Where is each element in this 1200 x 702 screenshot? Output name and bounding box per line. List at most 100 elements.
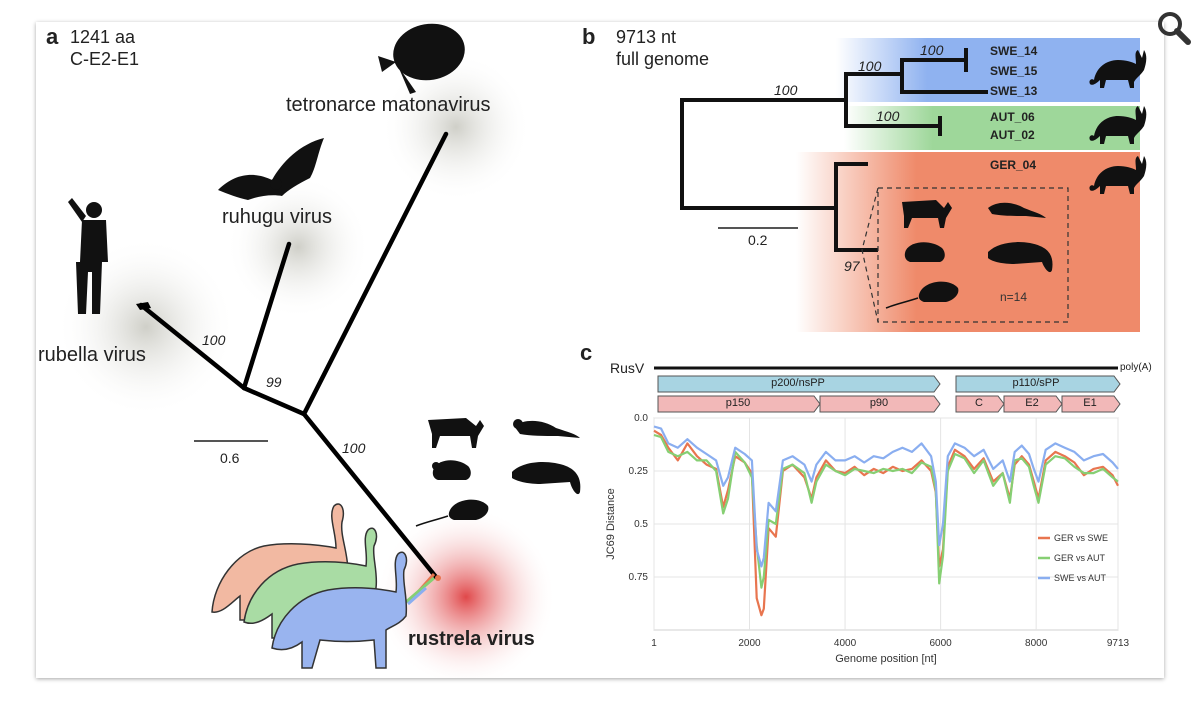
- rustrela-halo: [376, 507, 556, 678]
- marten-icon-b: [988, 242, 1053, 273]
- support-a-rustrela: 100: [342, 440, 366, 456]
- panel-b-subtitle-2: full genome: [616, 49, 710, 69]
- tip-swe-14: SWE_14: [990, 44, 1038, 58]
- panel-b-letter: b: [582, 24, 596, 49]
- tip-swe-13: SWE_13: [990, 84, 1038, 98]
- cat-icon-ger: [1089, 156, 1147, 194]
- mouse-icon-b: [918, 281, 959, 302]
- gene-e2-label: E2: [1025, 397, 1039, 409]
- genome-label: RusV: [610, 360, 645, 376]
- rustrela-label: rustrela virus: [408, 628, 535, 650]
- x-tick-label: 1: [651, 638, 657, 649]
- gene-e2-arrow: [1003, 395, 1063, 413]
- gene-p150-label: p150: [725, 397, 751, 409]
- gene-e1-arrow: [1061, 395, 1121, 413]
- rodent-icon-a: [432, 460, 471, 480]
- rubella-label: rubella virus: [38, 344, 146, 366]
- horse-icon-a: [428, 418, 484, 448]
- scale-label-a: 0.6: [220, 450, 240, 466]
- rustrela-node: [435, 575, 441, 581]
- x-tick-label: 2000: [738, 638, 761, 649]
- support-b-sweaut: 100: [858, 58, 882, 74]
- gene-p200-label: p200/nsPP: [771, 377, 825, 389]
- gene-p150-arrow: [657, 395, 821, 413]
- y-tick-label: 0.5: [634, 519, 648, 530]
- rustrela-tip-swe: [407, 586, 427, 606]
- horse-icon-b: [902, 200, 952, 228]
- panel-a-tree: [56, 23, 581, 678]
- legend-label-0: GER vs SWE: [1054, 533, 1108, 543]
- support-a-ruhugu: 99: [266, 374, 282, 390]
- tip-aut-06: AUT_06: [990, 110, 1035, 124]
- gene-c-arrow: [955, 395, 1005, 413]
- tree-branches-a: [138, 131, 449, 580]
- x-tick-label: 4000: [834, 638, 857, 649]
- rustrela-tip-aut: [405, 576, 435, 604]
- polya-label: poly(A): [1120, 362, 1152, 373]
- panel-b-tree: [680, 38, 1147, 332]
- cat-icons-b: [1089, 50, 1147, 194]
- x-tick-label: 6000: [929, 638, 952, 649]
- scale-label-b: 0.2: [748, 232, 768, 248]
- panel-c-letter: c: [580, 340, 593, 365]
- panel-a-subtitle-1: 1241 aa: [70, 27, 136, 47]
- ger-clade-box: [796, 152, 1140, 332]
- tetronarce-halo: [381, 52, 531, 202]
- cat-icon-aut: [1089, 106, 1147, 144]
- y-tick-label: 0.0: [634, 413, 648, 424]
- reservoir-box: [877, 187, 1069, 323]
- host-animals-b: [885, 200, 1053, 309]
- reservoir-count: n=14: [1000, 290, 1028, 304]
- legend-label-1: GER vs AUT: [1054, 553, 1106, 563]
- support-b-aut: 100: [876, 108, 900, 124]
- x-axis-label: Genome position [nt]: [835, 653, 937, 665]
- support-a-rubella: 100: [202, 332, 226, 348]
- gene-p110-arrow: [955, 375, 1121, 393]
- y-tick-label: 0.75: [629, 572, 649, 583]
- legend-label-2: SWE vs AUT: [1054, 573, 1107, 583]
- gene-p90-label: p90: [869, 397, 889, 409]
- zoom-magnifier-icon[interactable]: [1156, 10, 1192, 46]
- cat-blue-icon: [271, 551, 408, 669]
- tip-swe-15: SWE_15: [990, 64, 1038, 78]
- panel-c-genome: [654, 366, 1121, 413]
- panel-b-subtitle-1: 9713 nt: [616, 27, 677, 47]
- tetronarce-label: tetronarce matonavirus: [286, 94, 491, 116]
- otter-icon-b: [988, 202, 1046, 218]
- marten-icon-a: [512, 462, 581, 495]
- gene-e1-label: E1: [1083, 397, 1097, 409]
- gene-p200-arrow: [657, 375, 941, 393]
- human-icon: [68, 198, 108, 314]
- support-b-ger: 97: [844, 258, 860, 274]
- host-animals-a: [415, 418, 581, 527]
- y-axis-label: JC69 Distance: [605, 488, 617, 560]
- gene-p90-arrow: [819, 395, 941, 413]
- ruhugu-label: ruhugu virus: [222, 206, 333, 228]
- tree-branches-b: [680, 48, 988, 252]
- otter-icon-a: [513, 419, 580, 438]
- ruhugu-halo: [226, 175, 370, 319]
- gene-p110-label: p110/sPP: [1012, 377, 1060, 389]
- panel-a-subtitle-2: C-E2-E1: [70, 49, 140, 69]
- support-b-root: 100: [774, 82, 798, 98]
- y-tick-label: 0.25: [629, 466, 649, 477]
- tip-ger-04: GER_04: [990, 158, 1037, 172]
- figure-graphics: 1200040006000800097130.00.250.50.75Genom…: [56, 23, 1147, 678]
- cat-icon-swe: [1089, 50, 1147, 88]
- reservoir-wedge: [861, 187, 879, 323]
- mouse-icon-a: [415, 499, 489, 527]
- rubella-tip: [136, 302, 151, 310]
- ray-icon: [378, 23, 465, 94]
- series-line-1: [653, 433, 1119, 589]
- bat-icon: [218, 138, 324, 200]
- tip-aut-02: AUT_02: [990, 128, 1035, 142]
- rodent-icon-b: [904, 242, 945, 262]
- gene-c-label: C: [975, 397, 983, 409]
- cats-group-a: [211, 503, 408, 669]
- mouse-tail-b: [885, 297, 919, 309]
- support-b-swe: 100: [920, 42, 944, 58]
- panel-a-letter: a: [46, 24, 59, 49]
- x-tick-label: 9713: [1107, 638, 1130, 649]
